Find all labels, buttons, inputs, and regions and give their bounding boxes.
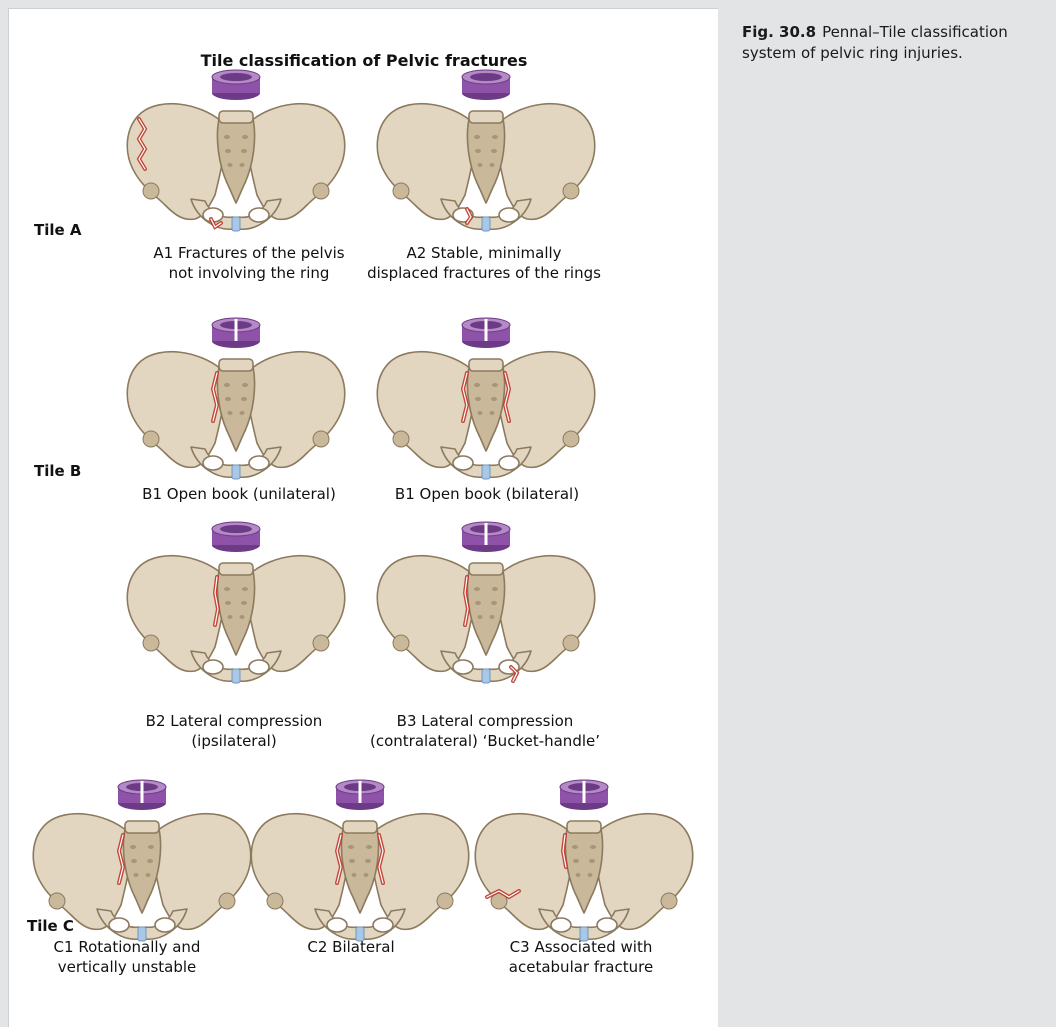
pelvis-illustration-c3	[469, 779, 699, 949]
figure-panel: Tile classification of Pelvic fractures	[8, 8, 718, 1027]
row-label-tile-b: Tile B	[34, 462, 81, 480]
pelvis-illustration-b1-bilateral	[371, 317, 601, 487]
label-b3: B3 Lateral compression(contralateral) ‘B…	[345, 711, 625, 751]
pelvis-illustration-a1	[121, 69, 351, 239]
pelvis-illustration-a2	[371, 69, 601, 239]
label-b2: B2 Lateral compression(ipsilateral)	[109, 711, 359, 751]
diagram-title: Tile classification of Pelvic fractures	[9, 51, 718, 70]
label-b1-unilateral: B1 Open book (unilateral)	[119, 484, 359, 504]
pelvis-illustration-b3	[371, 521, 601, 691]
pelvis-illustration-b1-unilateral	[121, 317, 351, 487]
pelvis-illustration-c2	[245, 779, 475, 949]
row-label-tile-c: Tile C	[27, 917, 74, 935]
figure-number: Fig. 30.8	[742, 23, 816, 41]
row-label-tile-a: Tile A	[34, 221, 82, 239]
pelvis-illustration-b2	[121, 521, 351, 691]
label-c2: C2 Bilateral	[271, 937, 431, 957]
label-b1-bilateral: B1 Open book (bilateral)	[367, 484, 607, 504]
